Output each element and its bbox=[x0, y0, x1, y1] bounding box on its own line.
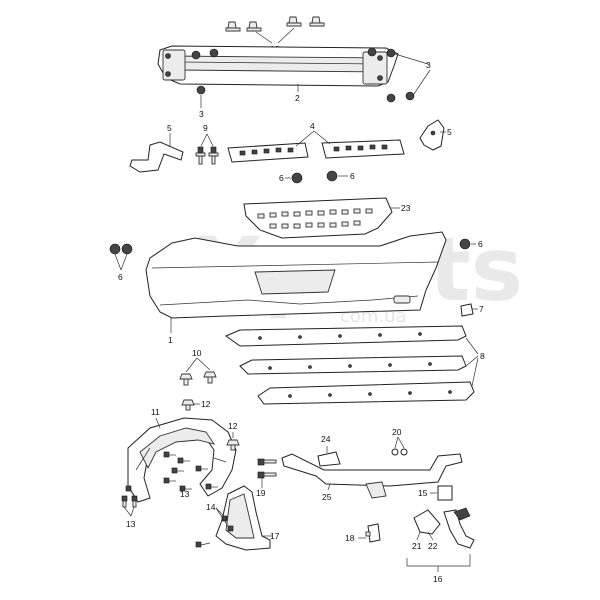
clip-part-10[interactable] bbox=[179, 371, 217, 386]
leader-13b bbox=[215, 507, 229, 527]
callout-6b: 6 bbox=[350, 171, 355, 181]
callout-21: 21 bbox=[412, 541, 422, 551]
bracket-part-5-left[interactable] bbox=[129, 141, 184, 173]
leader-10 bbox=[185, 357, 211, 373]
leader-12-top bbox=[255, 27, 295, 44]
callout-25: 13 bbox=[126, 519, 136, 529]
callout-23: 23 bbox=[401, 203, 411, 213]
leader-25 bbox=[123, 506, 135, 517]
bumper-carrier-part-2[interactable] bbox=[157, 45, 415, 103]
leader-3-right bbox=[394, 53, 431, 95]
cover-cap-part-7[interactable] bbox=[460, 303, 474, 317]
callout-22: 22 bbox=[428, 541, 438, 551]
leader-16 bbox=[406, 554, 471, 572]
leader-11 bbox=[155, 417, 161, 429]
callout-14: 17 bbox=[270, 531, 280, 541]
clip-nut-part-6-mid[interactable] bbox=[291, 170, 338, 184]
callout-9: 9 bbox=[203, 123, 208, 133]
clip-nut-part-6-left[interactable] bbox=[109, 243, 133, 255]
callout-6d: 6 bbox=[478, 239, 483, 249]
callout-3a: 3 bbox=[426, 60, 431, 70]
callout-6c: 6 bbox=[118, 272, 123, 282]
cap-part-18[interactable] bbox=[437, 485, 453, 501]
callout-2: 2 bbox=[295, 93, 300, 103]
callout-11: 11 bbox=[151, 407, 160, 417]
bolt-part-19[interactable] bbox=[257, 458, 277, 479]
bracket-part-24[interactable] bbox=[317, 451, 341, 467]
callout-13a: 13 bbox=[180, 489, 190, 499]
callout-4: 4 bbox=[310, 121, 315, 131]
callout-13b: 14 bbox=[206, 502, 216, 512]
tow-ball-part-16[interactable] bbox=[413, 507, 475, 549]
leader-4 bbox=[295, 130, 331, 147]
callout-19: 19 bbox=[256, 488, 266, 498]
mounting-bracket-part-23[interactable] bbox=[243, 197, 393, 239]
wheel-liner-part-11[interactable] bbox=[127, 417, 237, 503]
callout-12b: 12 bbox=[201, 399, 211, 409]
screw-part-13-mudflap[interactable] bbox=[195, 515, 234, 548]
leader-8 bbox=[465, 337, 479, 387]
callout-12c: 12 bbox=[228, 421, 238, 431]
callout-24: 24 bbox=[321, 434, 331, 444]
clip-part-12-liner-top[interactable] bbox=[181, 399, 195, 411]
bumper-cover-part-1[interactable] bbox=[145, 231, 447, 319]
callout-6a: 6 bbox=[279, 173, 284, 183]
callout-5a: 5 bbox=[167, 123, 172, 133]
callout-10: 10 bbox=[192, 348, 202, 358]
leader-15 bbox=[327, 483, 331, 491]
callout-1: 1 bbox=[168, 335, 173, 345]
socket-part-17[interactable] bbox=[365, 523, 381, 543]
callout-20: 20 bbox=[392, 427, 402, 437]
towbar-crossmember-part-15[interactable] bbox=[281, 453, 463, 499]
leader-9 bbox=[200, 133, 214, 147]
callout-7: 7 bbox=[479, 304, 484, 314]
leader-20 bbox=[394, 436, 405, 449]
callout-18: 15 bbox=[418, 488, 428, 498]
screw-part-13-liner[interactable] bbox=[163, 451, 218, 492]
clip-nut-part-6-right[interactable] bbox=[459, 238, 471, 250]
leader-6c bbox=[114, 253, 128, 271]
bracket-part-5-right[interactable] bbox=[419, 119, 445, 151]
clip-part-12-liner-right[interactable] bbox=[226, 439, 240, 451]
trim-strip-part-8[interactable] bbox=[224, 325, 475, 405]
callout-3b: 3 bbox=[199, 109, 204, 119]
callout-8: 8 bbox=[480, 351, 485, 361]
leader-13a bbox=[181, 487, 185, 491]
screw-part-25[interactable] bbox=[121, 485, 138, 508]
callout-5b: 5 bbox=[447, 127, 452, 137]
callout-17: 18 bbox=[345, 533, 355, 543]
fastener-part-20[interactable] bbox=[391, 448, 408, 456]
callout-16: 16 bbox=[433, 574, 443, 584]
leader-21-22 bbox=[416, 531, 434, 541]
guide-profile-part-4[interactable] bbox=[227, 139, 405, 163]
callout-15: 25 bbox=[322, 492, 332, 502]
screw-part-9[interactable] bbox=[195, 146, 219, 165]
clip-part-12-top[interactable] bbox=[225, 16, 325, 32]
